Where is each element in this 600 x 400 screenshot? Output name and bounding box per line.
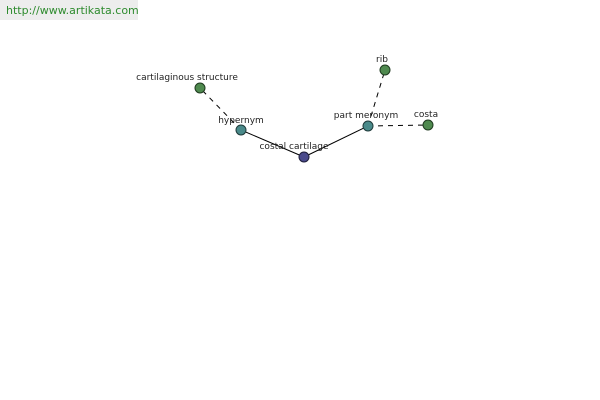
label-hypernym: hypernym (218, 116, 264, 126)
node-costa[interactable] (422, 119, 434, 131)
node-part-meronym[interactable] (362, 120, 374, 132)
edge-center-to-part-meronym (303, 125, 369, 158)
node-costal-cartilage[interactable] (298, 151, 310, 163)
edge-center-to-hypernym (240, 129, 305, 158)
node-hypernym[interactable] (235, 124, 247, 136)
edge-part-meronym-to-costa (367, 124, 429, 127)
label-part-meronym: part meronym (334, 111, 398, 121)
source-url-link[interactable]: http://www.artikata.com (6, 4, 139, 17)
label-rib: rib (376, 55, 388, 65)
node-cartilaginous-structure[interactable] (194, 82, 206, 94)
label-costa: costa (414, 110, 438, 120)
label-cartilaginous-structure: cartilaginous structure (136, 73, 238, 83)
source-banner: http://www.artikata.com (0, 0, 139, 20)
node-rib[interactable] (379, 64, 391, 76)
label-costal-cartilage: costal cartilage (259, 142, 328, 152)
